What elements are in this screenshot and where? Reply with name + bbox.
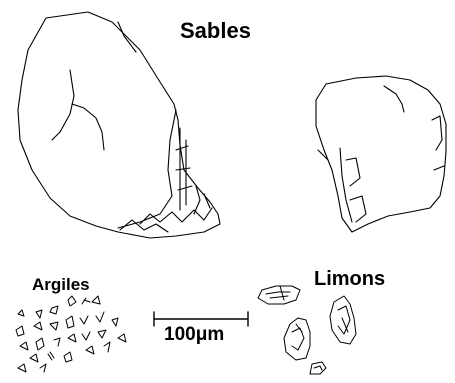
argiles-label: Argiles xyxy=(32,275,90,295)
sand-grain-medium xyxy=(316,76,446,232)
silt-particle-2 xyxy=(284,318,310,360)
silt-particle-3 xyxy=(330,296,356,344)
scale-label: 100μm xyxy=(164,324,224,346)
silt-particle-4 xyxy=(310,362,326,374)
silt-particles xyxy=(258,286,356,374)
sables-label: Sables xyxy=(180,18,251,44)
silt-particle-1 xyxy=(258,286,300,304)
limons-label: Limons xyxy=(314,268,385,291)
sand-grain-large xyxy=(18,12,220,238)
clay-particles xyxy=(16,296,126,372)
